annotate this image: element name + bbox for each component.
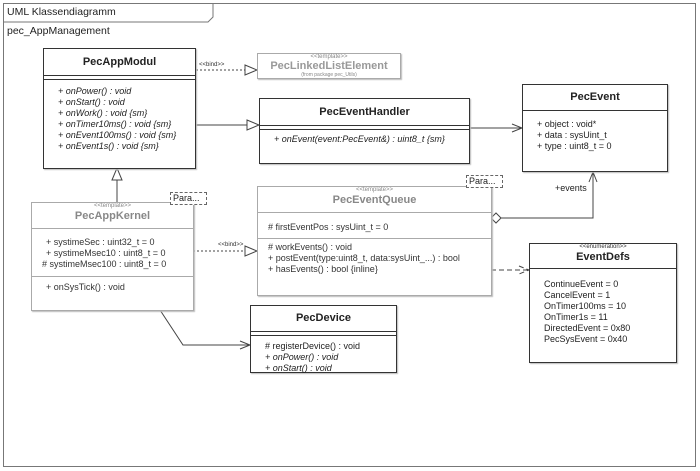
class-pecevent[interactable]: PecEvent + object : void* + data : sysUi… (522, 84, 668, 172)
class-name: PecLinkedListElement (270, 60, 388, 72)
method: + onStart() : void (265, 363, 332, 373)
method: + onEvent(event:PecEvent&) : uint8_t {sm… (274, 134, 445, 144)
bind-label: <<bind>> (218, 242, 244, 248)
diagram-title: UML Klassendiagramm pec_AppManagement (7, 6, 116, 37)
enum-literal: ContinueEvent = 0 (544, 279, 619, 289)
attributes-section (251, 332, 396, 336)
method: + hasEvents() : bool {inline} (268, 264, 378, 274)
class-header: <<template>> PecAppKernel (32, 203, 193, 229)
attribute: + systimeSec : uint32_t = 0 (46, 237, 155, 247)
enum-literal: CancelEvent = 1 (544, 290, 611, 300)
methods-section: # registerDevice() : void + onPower() : … (251, 336, 396, 374)
method: + onTimer10ms() : void {sm} (58, 119, 172, 129)
class-header: <<enumeration>> EventDefs (530, 244, 676, 269)
package-note: (from package pec_Utils) (301, 72, 357, 78)
class-peceventhandler[interactable]: PecEventHandler + onEvent(event:PecEvent… (259, 98, 470, 164)
method: + postEvent(type:uint8_t, data:sysUint_.… (268, 253, 460, 263)
class-name: PecDevice (251, 306, 396, 332)
attributes-section: + object : void* + data : sysUint_t + ty… (523, 111, 667, 152)
attributes-section: + systimeSec : uint32_t = 0 + systimeMse… (32, 229, 193, 277)
class-peceventqueue[interactable]: <<template>> PecEventQueue # firstEventP… (257, 186, 492, 296)
stereotype: <<template>> (310, 54, 348, 60)
method: + onEvent1s() : void {sm} (58, 141, 159, 151)
attribute: + systimeMsec10 : uint8_t = 0 (46, 248, 166, 258)
attribute: # firstEventPos : sysUint_t = 0 (268, 222, 389, 232)
template-parameter[interactable]: Para... (170, 192, 207, 205)
methods-section: + onEvent(event:PecEvent&) : uint8_t {sm… (260, 130, 469, 145)
method: # registerDevice() : void (265, 341, 361, 351)
class-name: PecEventQueue (332, 194, 417, 206)
method: + onPower() : void (58, 86, 132, 96)
stereotype: <<template>> (355, 187, 394, 193)
class-peclinkedlistelement[interactable]: <<template>> PecLinkedListElement (from … (257, 53, 401, 79)
generalization-arrowhead (111, 166, 123, 181)
class-header: <<template>> PecEventQueue (258, 187, 491, 213)
bind-arrowhead (244, 64, 259, 76)
literals-section: ContinueEvent = 0 CancelEvent = 1 OnTime… (530, 269, 676, 345)
class-name: EventDefs (576, 251, 630, 263)
class-pecdevice[interactable]: PecDevice # registerDevice() : void + on… (250, 305, 397, 373)
enum-literal: OnTimer1s = 11 (544, 312, 608, 322)
method: + onSysTick() : void (46, 282, 125, 292)
class-pecappmodul[interactable]: PecAppModul + onPower() : void + onStart… (43, 48, 196, 169)
enum-literal: PecSysEvent = 0x40 (544, 334, 628, 344)
class-name: PecEvent (523, 85, 667, 111)
attributes-section (44, 76, 195, 80)
method: + onWork() : void {sm} (58, 108, 148, 118)
attributes-section (260, 126, 469, 130)
bind-label: <<bind>> (199, 62, 225, 68)
enum-eventdefs[interactable]: <<enumeration>> EventDefs ContinueEvent … (529, 243, 677, 363)
attribute: + object : void* (537, 119, 597, 129)
class-name: PecAppModul (44, 49, 195, 76)
methods-section: # workEvents() : void + postEvent(type:u… (258, 239, 491, 275)
class-name: PecAppKernel (74, 210, 151, 222)
attribute: + data : sysUint_t (537, 130, 607, 140)
template-parameter[interactable]: Para... (466, 175, 503, 188)
stereotype: <<enumeration>> (579, 244, 627, 250)
method: + onStart() : void (58, 97, 125, 107)
stereotype: <<template>> (93, 203, 132, 209)
class-name: PecEventHandler (260, 99, 469, 126)
attributes-section: # firstEventPos : sysUint_t = 0 (258, 213, 491, 239)
enum-literal: DirectedEvent = 0x80 (544, 323, 631, 333)
methods-section: + onPower() : void + onStart() : void + … (44, 80, 195, 152)
frame-tab (3, 3, 214, 23)
role-label-events: +events (555, 183, 587, 193)
aggregation-queue-event (501, 170, 598, 219)
method: # workEvents() : void (268, 242, 353, 252)
class-pecappkernel[interactable]: <<template>> PecAppKernel + systimeSec :… (31, 202, 194, 311)
method: + onPower() : void (265, 352, 339, 362)
aggregation-diamond (490, 212, 502, 224)
bind-arrowhead (244, 245, 259, 257)
attribute: + type : uint8_t = 0 (537, 141, 612, 151)
methods-section: + onSysTick() : void (32, 277, 193, 293)
method: + onEvent100ms() : void {sm} (58, 130, 177, 140)
attribute: # systimeMsec100 : uint8_t = 0 (42, 259, 167, 269)
diagram-frame (3, 3, 696, 467)
generalization-arrowhead (246, 119, 261, 131)
enum-literal: OnTimer100ms = 10 (544, 301, 626, 311)
